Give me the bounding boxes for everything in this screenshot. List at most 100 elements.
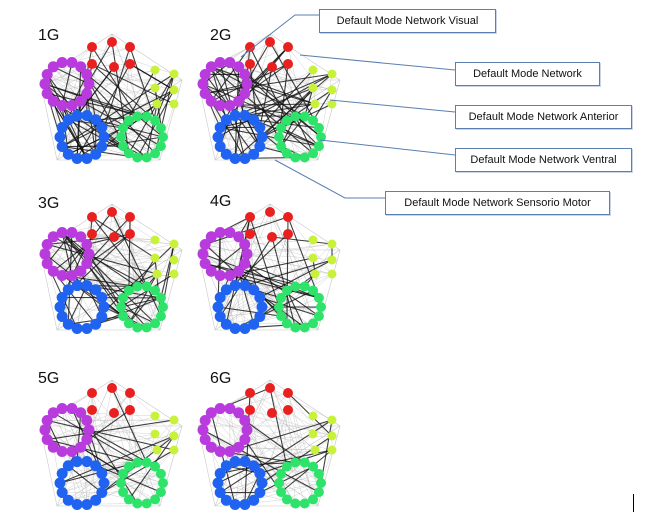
callout-leader-line [329, 99, 456, 113]
node-visual [205, 265, 217, 277]
node-visual [39, 424, 51, 436]
strong-edge [128, 73, 175, 154]
node-dmn [125, 42, 135, 52]
strong-edge [128, 216, 131, 291]
weak-edge [269, 387, 333, 421]
node-visual [197, 78, 209, 90]
node-sensorimotor [254, 487, 266, 499]
strong-edge [211, 66, 316, 105]
node-visual [214, 99, 226, 111]
weak-edge [205, 420, 248, 431]
node-ventral [123, 285, 134, 296]
weak-edge [76, 461, 105, 484]
strong-edge [210, 100, 246, 159]
strong-edge [76, 66, 115, 116]
weak-edge [61, 451, 103, 493]
node-ventral [158, 478, 168, 488]
node-visual [47, 407, 59, 419]
node-sensorimotor [212, 131, 224, 143]
node-anterior [327, 415, 337, 425]
weak-edge [211, 412, 248, 431]
strong-edge [91, 46, 138, 117]
node-dmn [245, 229, 255, 239]
strong-edge [244, 103, 316, 117]
node-ventral [155, 141, 166, 152]
strong-edge [101, 449, 175, 494]
strong-edge [86, 74, 164, 138]
node-visual [199, 238, 211, 250]
node-anterior [308, 429, 318, 439]
node-visual [41, 414, 53, 426]
strong-edge [59, 435, 175, 484]
node-ventral [155, 468, 166, 479]
node-visual [66, 403, 78, 415]
strong-edge [129, 63, 175, 91]
callout-leader-line [274, 159, 385, 199]
node-sensorimotor [56, 141, 68, 153]
node-ventral [141, 281, 152, 292]
node-dmn [107, 37, 117, 47]
node-ventral [123, 148, 134, 159]
node-ventral [290, 457, 301, 468]
node-dmn [125, 229, 135, 239]
weak-edge [111, 211, 162, 299]
callout-dmn: Default Mode Network [455, 62, 600, 86]
weak-edge [286, 239, 314, 291]
strong-edge [253, 119, 320, 147]
node-visual [81, 238, 93, 250]
node-sensorimotor [54, 301, 66, 313]
node-anterior [169, 255, 179, 265]
node-anterior [310, 99, 320, 109]
node-sensorimotor [229, 280, 241, 292]
node-anterior [310, 269, 320, 279]
node-sensorimotor [96, 487, 108, 499]
weak-edge [95, 409, 131, 466]
strong-edge [202, 62, 231, 85]
node-visual [47, 265, 59, 277]
weak-edge [111, 211, 156, 241]
node-sensorimotor [239, 280, 251, 292]
node-anterior [308, 411, 318, 421]
node-sensorimotor [81, 110, 93, 122]
node-ventral [276, 122, 287, 133]
strong-edge [244, 263, 320, 317]
weak-edge [59, 306, 161, 317]
weak-edge [226, 306, 322, 325]
weak-edge [259, 419, 333, 474]
node-ventral [123, 115, 134, 126]
node-ventral [155, 487, 166, 498]
node-dmn [125, 59, 135, 69]
node-sensorimotor [71, 498, 83, 510]
weak-edge [205, 244, 333, 275]
node-anterior [152, 99, 162, 109]
node-dmn [267, 232, 277, 242]
strong-edge [128, 273, 158, 324]
group-label-6g: 6G [210, 370, 232, 387]
node-visual [199, 414, 211, 426]
strong-edge [238, 66, 322, 138]
node-ventral [281, 461, 292, 472]
node-sensorimotor [220, 148, 232, 160]
node-ventral [118, 487, 129, 498]
node-visual [66, 269, 78, 281]
weak-edge [269, 211, 314, 324]
callout-dmn-visual: Default Mode Network Visual [319, 9, 496, 33]
node-sensorimotor [214, 311, 226, 323]
weak-edge [101, 435, 175, 474]
node-visual [197, 424, 209, 436]
strong-edge [259, 259, 333, 298]
node-visual [199, 258, 211, 270]
node-sensorimotor [229, 152, 241, 164]
node-ventral [299, 498, 310, 509]
strong-edge [71, 74, 88, 106]
node-visual [214, 57, 226, 69]
node-visual [41, 258, 53, 270]
node-ventral [308, 285, 319, 296]
strong-edge [244, 259, 333, 287]
node-dmn [109, 62, 119, 72]
node-sensorimotor [54, 131, 66, 143]
node-visual [47, 61, 59, 73]
strong-edge [61, 232, 73, 276]
node-sensorimotor [214, 141, 226, 153]
node-ventral [116, 302, 126, 312]
